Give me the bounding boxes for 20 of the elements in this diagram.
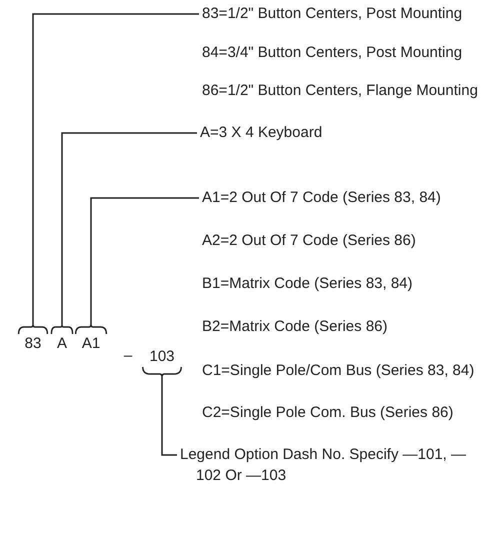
- part-number-segment: A1: [75, 324, 107, 353]
- option-description: C1=Single Pole/Com Bus (Series 83, 84): [202, 361, 476, 381]
- part-number-segment: 83: [18, 324, 48, 353]
- option-description: A=3 X 4 Keyboard: [200, 122, 480, 143]
- leader-line: [161, 377, 177, 456]
- separator-dash: –: [122, 347, 134, 365]
- option-description: Legend Option Dash No. Specify —101, —102 Or —103: [180, 444, 470, 486]
- option-description: 83=1/2" Button Centers, Post Mounting: [202, 3, 482, 24]
- leader-line: [61, 132, 197, 324]
- option-description: A2=2 Out Of 7 Code (Series 86): [202, 231, 417, 251]
- leader-line: [32, 13, 199, 324]
- part-number-segment: 103: [142, 348, 182, 377]
- option-description: A1=2 Out Of 7 Code (Series 83, 84): [202, 187, 482, 208]
- option-description: 86=1/2" Button Centers, Flange Mounting: [202, 81, 479, 101]
- option-description: B1=Matrix Code (Series 83, 84): [202, 274, 414, 294]
- part-number-segment: A: [51, 324, 73, 353]
- option-description: C2=Single Pole Com. Bus (Series 86): [202, 403, 454, 423]
- option-description: 84=3/4" Button Centers, Post Mounting: [202, 43, 464, 63]
- option-description: B2=Matrix Code (Series 86): [202, 317, 388, 337]
- leader-line: [90, 197, 199, 324]
